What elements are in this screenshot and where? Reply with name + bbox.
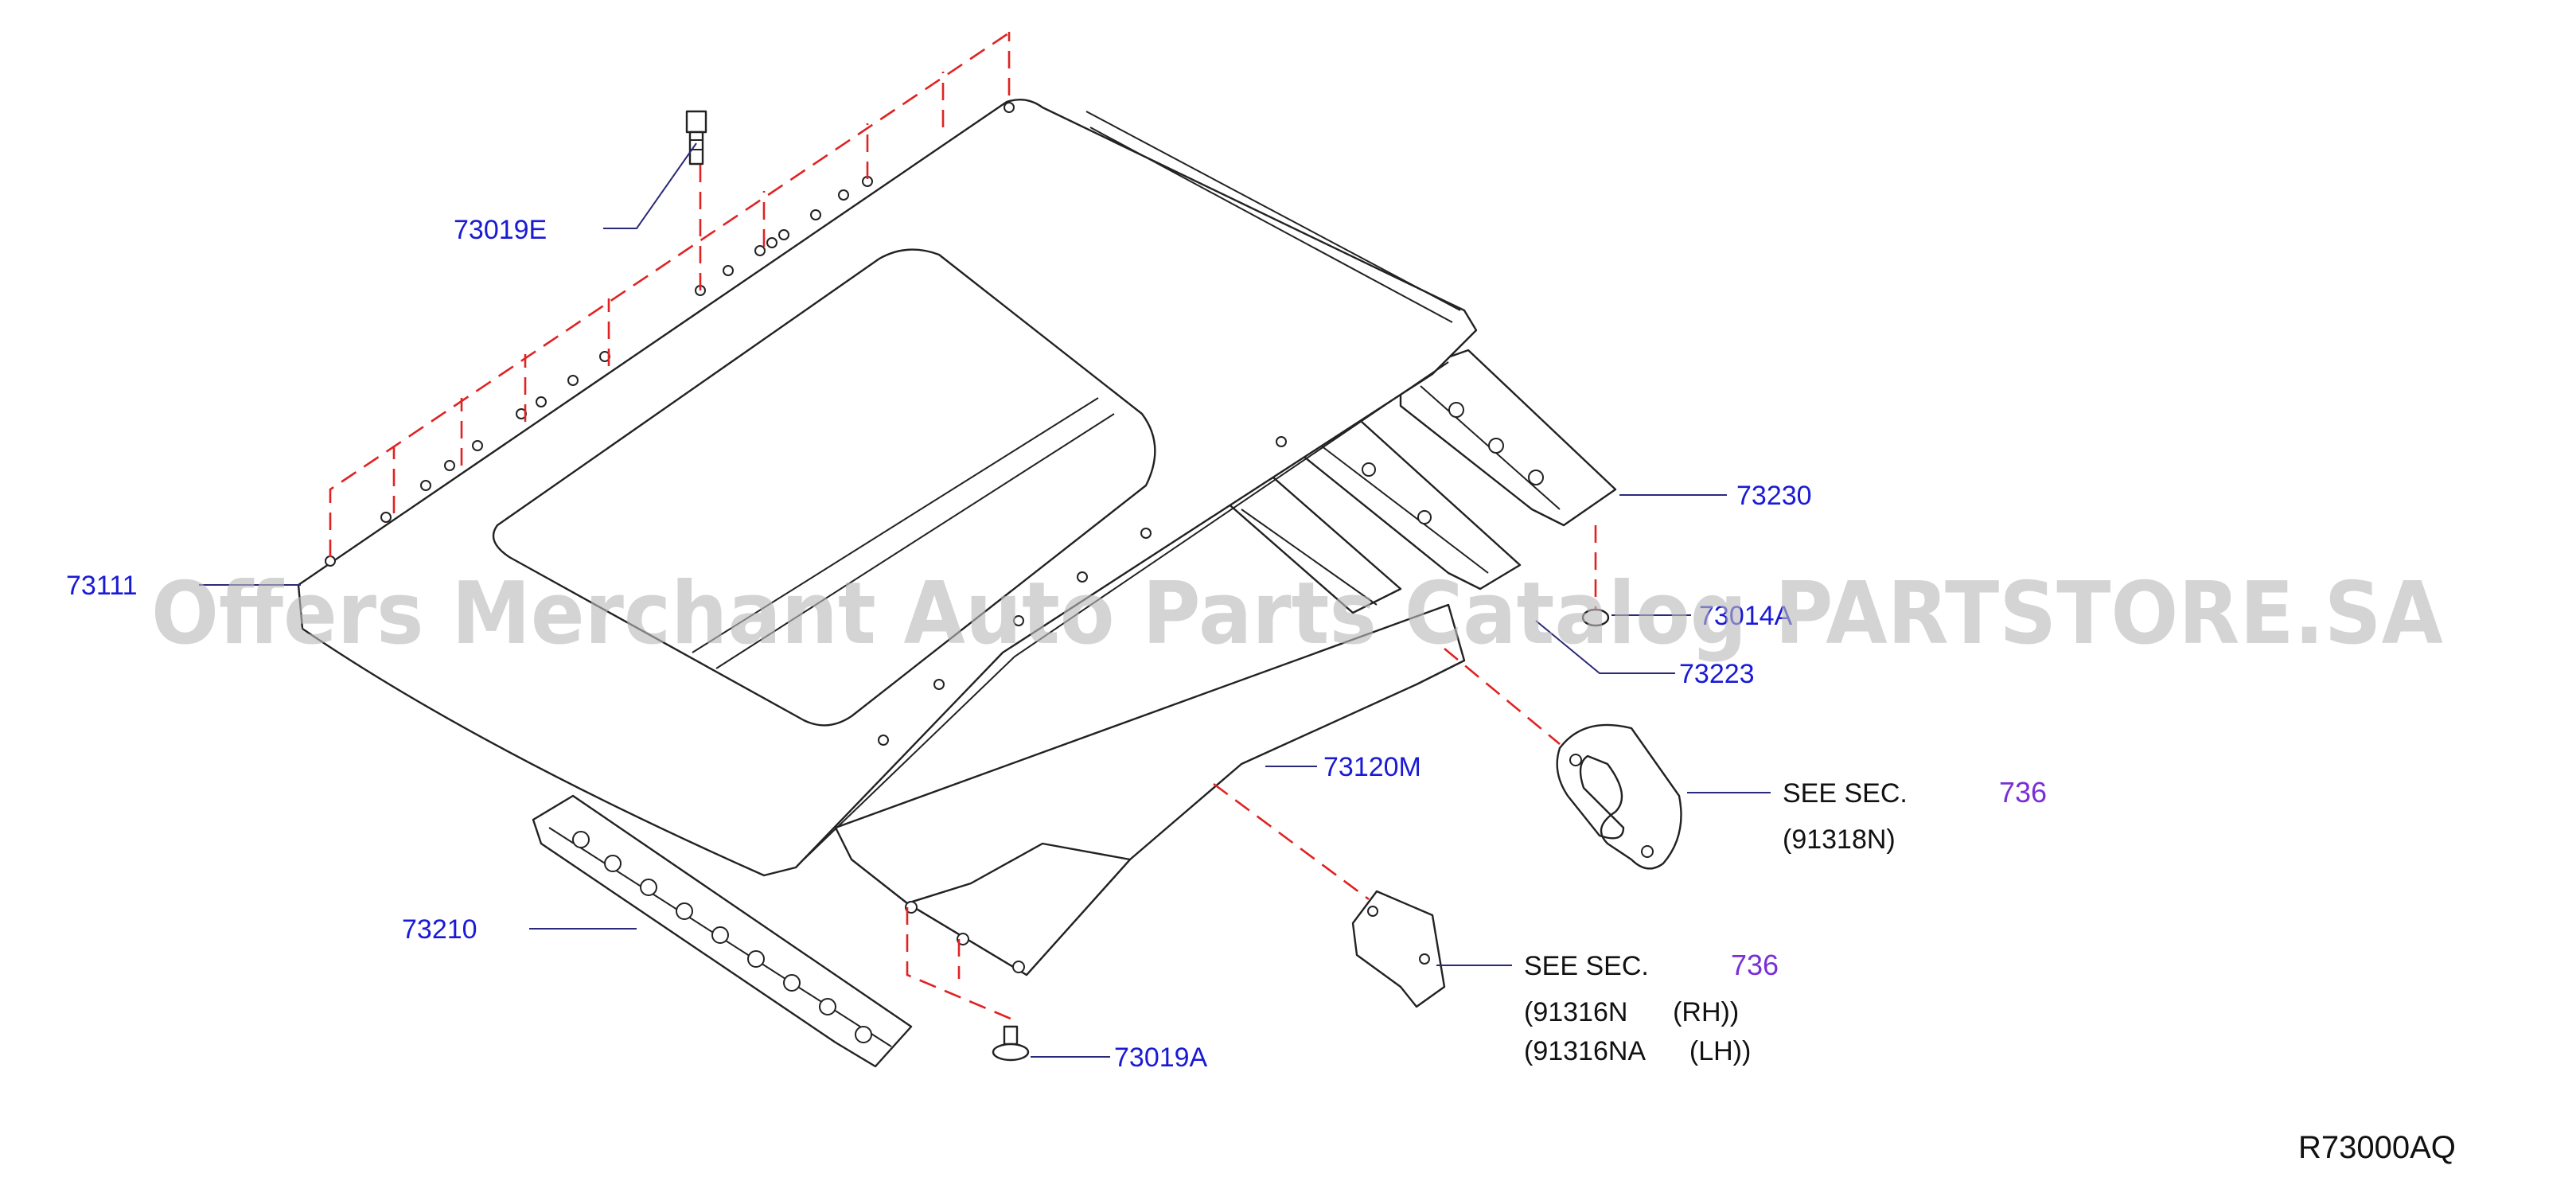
label-73014A: 73014A	[1699, 601, 1793, 631]
label-73230: 73230	[1736, 481, 1812, 511]
see-sec-note-1: SEE SEC.	[1783, 778, 1908, 809]
label-73019E: 73019E	[454, 215, 547, 245]
bracket-91316N	[1351, 890, 1446, 1008]
bolt-73019E	[685, 110, 707, 166]
sunroof-frame-73120M	[834, 603, 1466, 976]
label-73111: 73111	[66, 571, 138, 601]
label-73019A: 73019A	[1114, 1043, 1208, 1073]
section-number-1: 736	[1999, 776, 2047, 809]
label-73223: 73223	[1679, 659, 1755, 689]
diagram-reference-code: R73000AQ	[2298, 1130, 2456, 1165]
label-73210: 73210	[402, 914, 477, 945]
clip-73019A	[992, 1025, 1030, 1062]
bracket-91318N	[1556, 723, 1682, 870]
front-rail-73210	[532, 794, 913, 1068]
assembly-dash-lines	[329, 30, 1597, 1020]
roof-panel-73111	[297, 99, 1478, 877]
clip-73014A	[1581, 608, 1610, 627]
section-number-2: 736	[1731, 949, 1779, 981]
part-number-91316NA-lh: (91316NA (LH))	[1524, 1036, 1751, 1066]
roof-bow-73230	[1399, 349, 1617, 527]
see-sec-note-2: SEE SEC.	[1524, 951, 1649, 981]
part-number-91316N-rh: (91316N (RH))	[1524, 997, 1739, 1027]
leader-lines	[199, 142, 1771, 1058]
label-73120M: 73120M	[1323, 752, 1421, 782]
watermark-text: Offers Merchant Auto Parts Catalog PARTS…	[151, 564, 2443, 664]
part-number-91318N: (91318N)	[1783, 824, 1896, 855]
